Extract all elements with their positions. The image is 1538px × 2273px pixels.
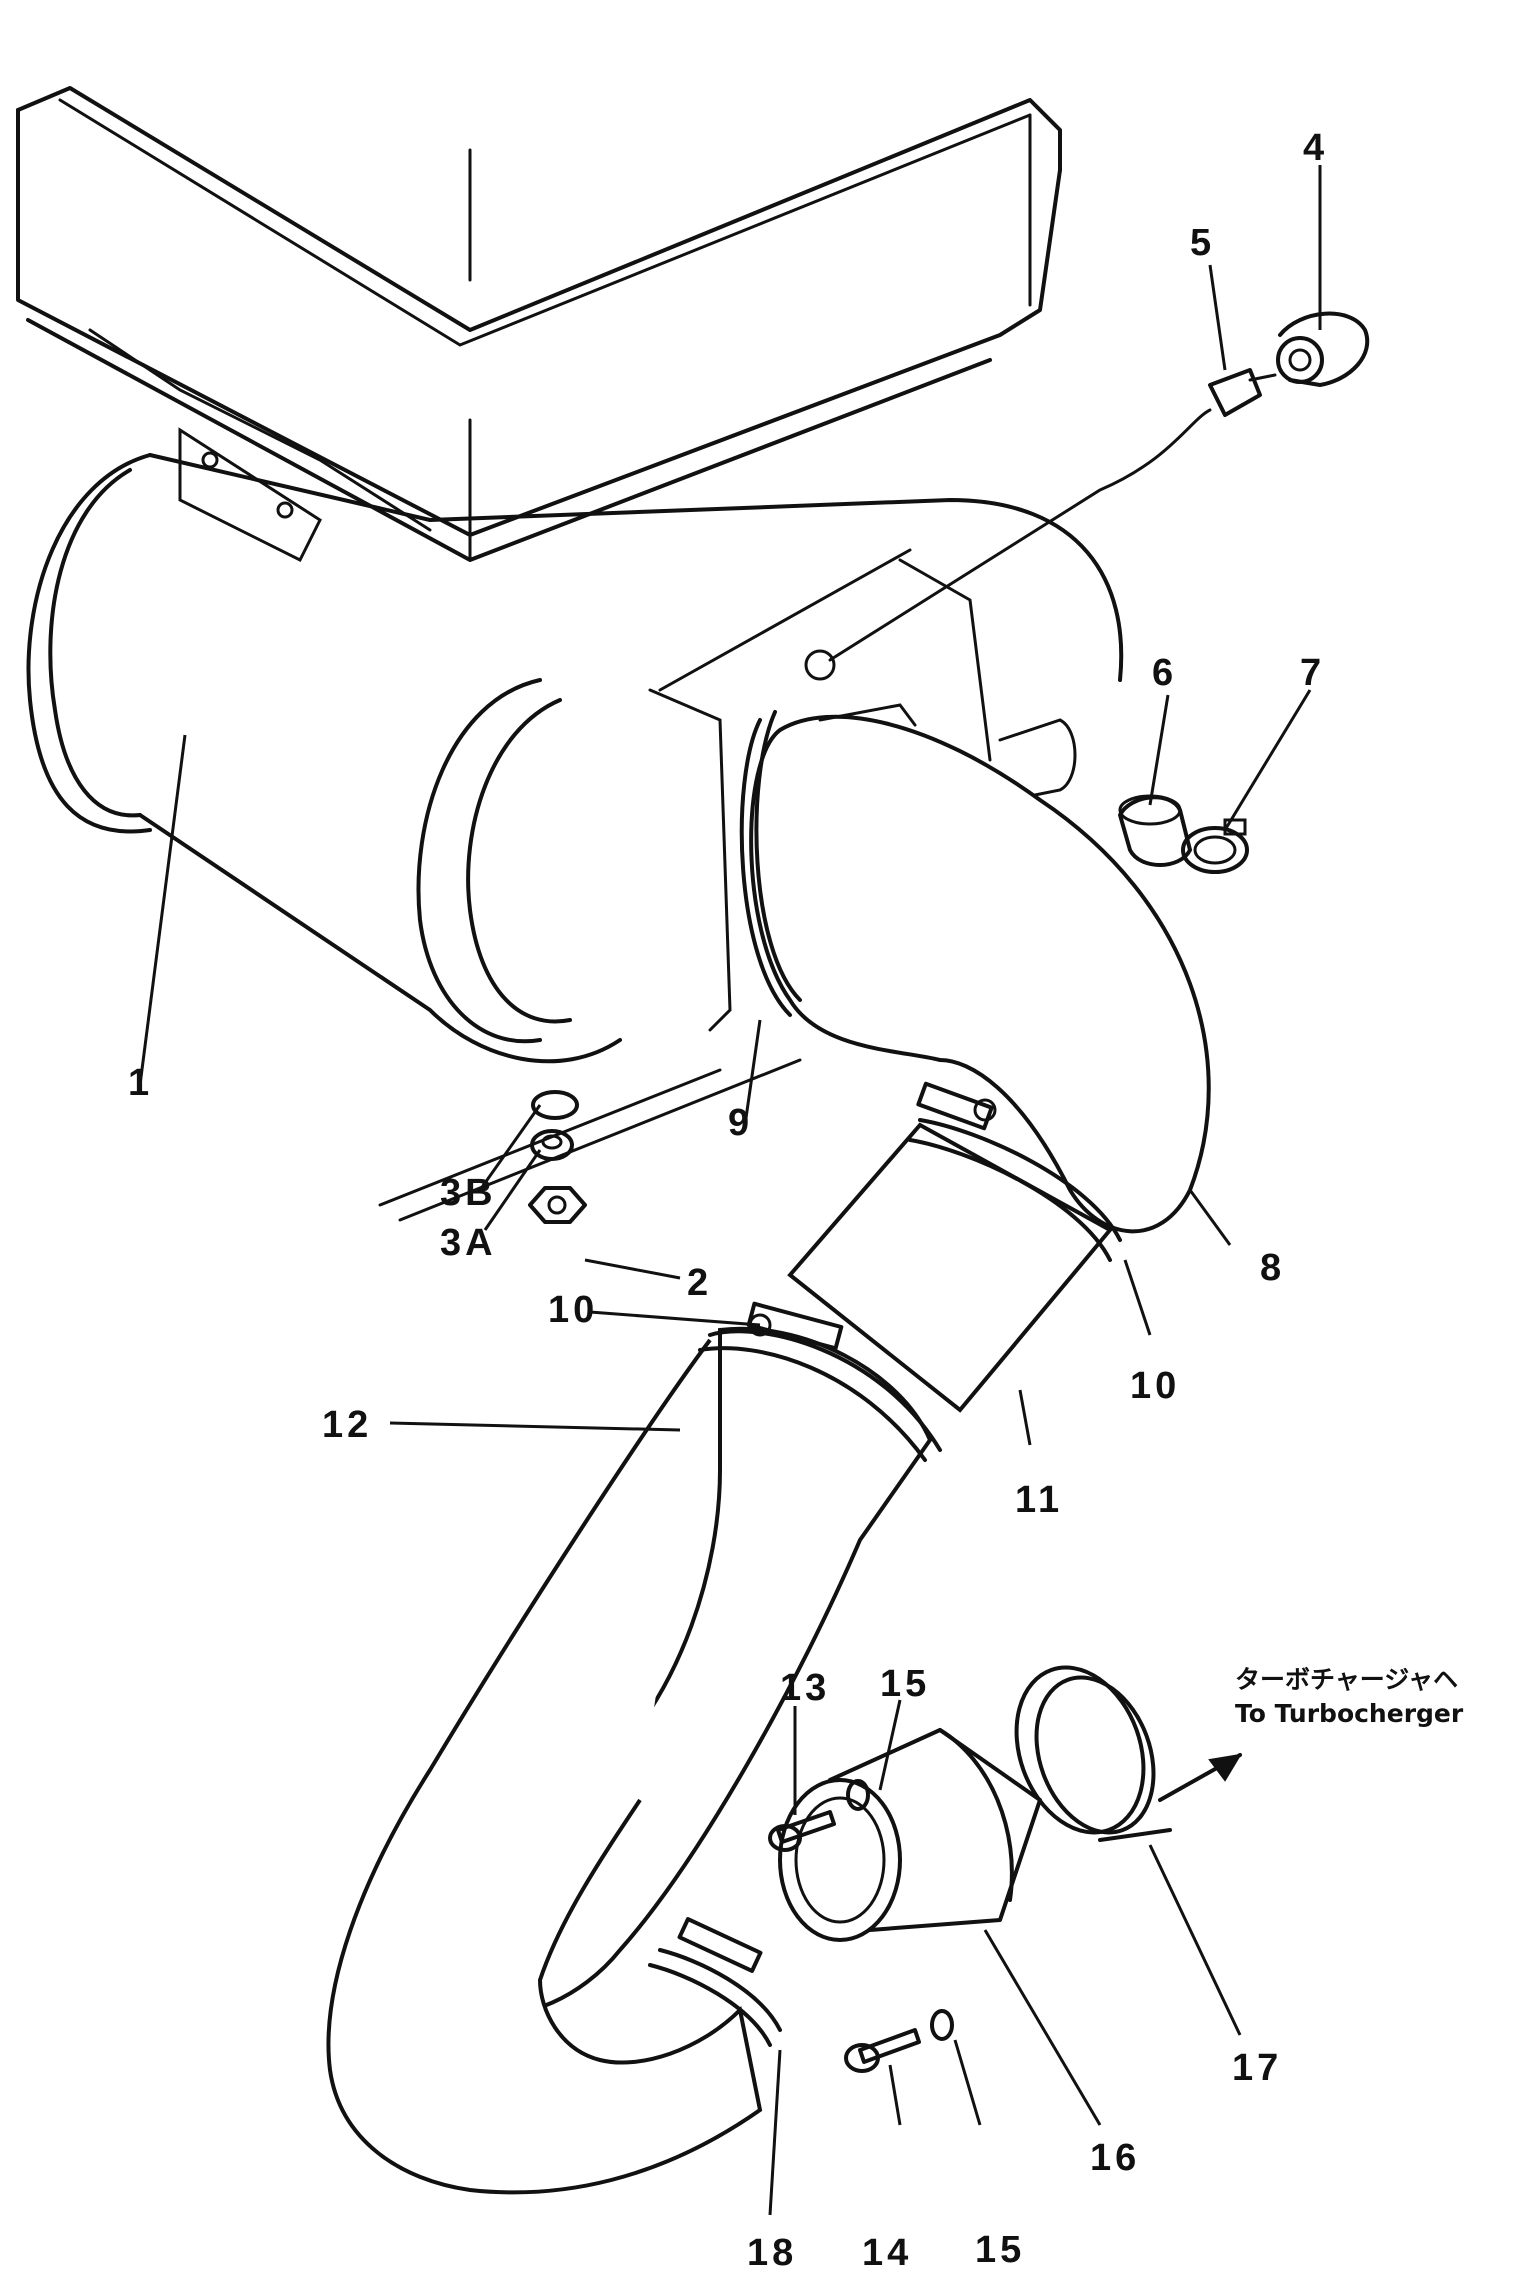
clamp-18 [677, 1917, 763, 1973]
callout-2: 2 [687, 1262, 712, 1304]
callout-3a: 3A [440, 1222, 497, 1264]
nozzle-5 [828, 368, 1277, 662]
callout-1: 1 [128, 1062, 153, 1104]
callout-17: 17 [1232, 2047, 1282, 2089]
callout-6: 6 [1152, 652, 1177, 694]
callout-15-top: 15 [880, 1663, 930, 1705]
callout-4: 4 [1303, 127, 1328, 169]
callout-5: 5 [1190, 222, 1215, 264]
washer-15-upper [846, 1779, 870, 1811]
callout-13: 13 [780, 1667, 830, 1709]
elbow-hose-8 [739, 703, 1211, 1234]
callout-3b: 3B [440, 1172, 497, 1214]
leader-lines [138, 165, 1322, 2216]
callout-14: 14 [862, 2232, 912, 2273]
callout-12: 12 [322, 1404, 372, 1446]
adapter-16 [778, 1728, 1042, 1942]
hose-12 [326, 1326, 942, 2195]
callout-8: 8 [1260, 1247, 1285, 1289]
callout-7: 7 [1300, 652, 1325, 694]
clip-7 [1181, 818, 1249, 874]
floor-line [378, 1068, 722, 1207]
clamp-10-upper [916, 1081, 997, 1131]
callout-16: 16 [1090, 2137, 1140, 2179]
nozzle-port [804, 649, 836, 681]
callout-15-bottom: 15 [975, 2229, 1025, 2271]
tank-housing [16, 86, 1062, 563]
note-english: To Turbocherger [1235, 1699, 1464, 1728]
bolt-13 [768, 1810, 836, 1852]
note-japanese: ターボチャージャヘ [1235, 1665, 1458, 1694]
bolt-14 [844, 2028, 921, 2073]
cap-6 [1118, 794, 1192, 867]
washer-3b [531, 1090, 579, 1120]
callout-10-left: 10 [548, 1289, 598, 1331]
callout-18: 18 [747, 2232, 797, 2273]
pipe-11 [787, 1118, 1122, 1413]
floor-line-2 [398, 1058, 802, 1222]
nut-2 [528, 1186, 587, 1224]
callout-9: 9 [728, 1102, 753, 1144]
air-cleaner-body [26, 453, 1124, 1064]
callout-10-right: 10 [1130, 1365, 1180, 1407]
clamp-ring-17 [1014, 1665, 1172, 1842]
cap-4 [1276, 311, 1370, 387]
arrow-to-turbocharger [1158, 1753, 1242, 1802]
callout-11: 11 [1015, 1479, 1063, 1521]
washer-15-lower [930, 2009, 954, 2041]
